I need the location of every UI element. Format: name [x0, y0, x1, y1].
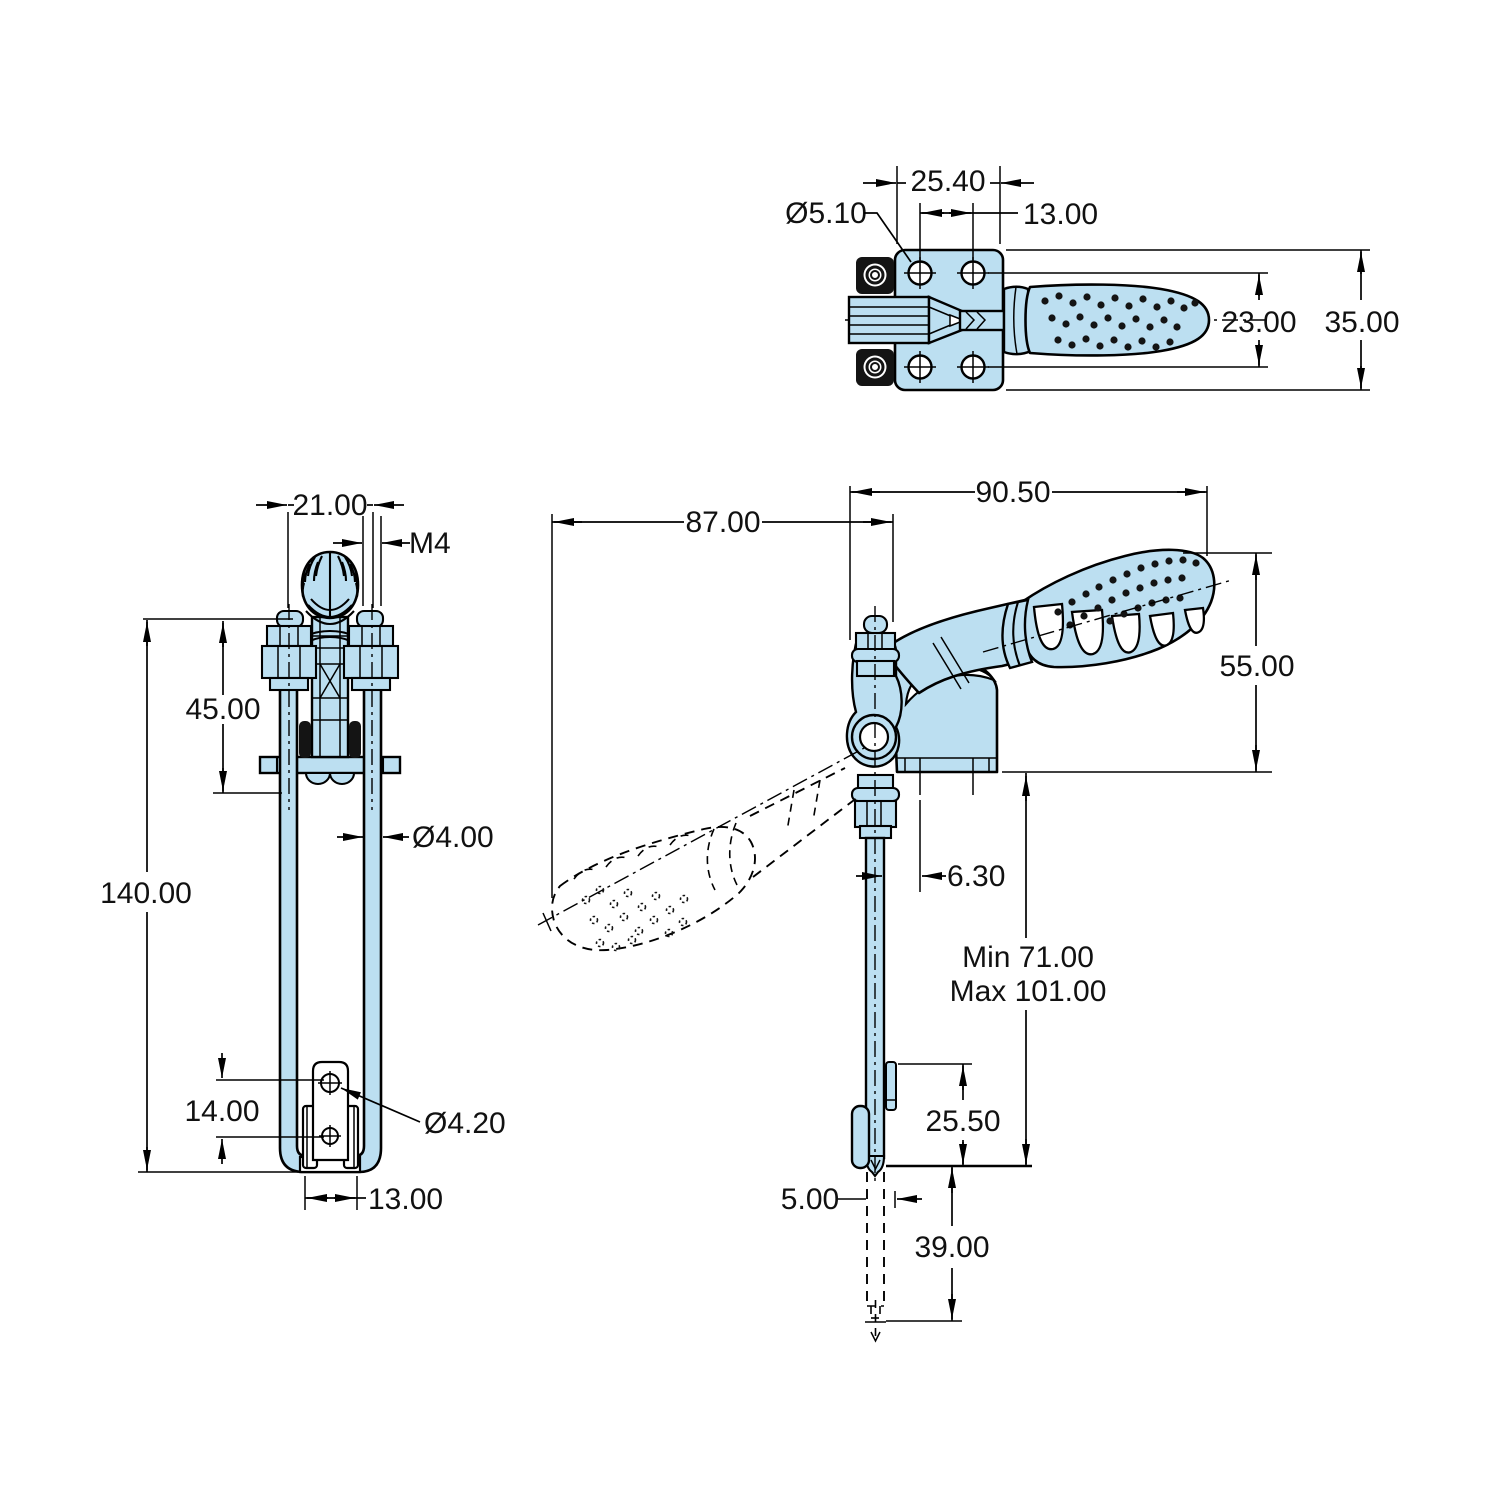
dim-plate-height: 35.00 — [1324, 306, 1399, 339]
dim-handle-width: 23.00 — [1221, 306, 1296, 339]
latch-tab — [885, 1061, 897, 1111]
dim-overall-length: 140.00 — [100, 877, 192, 910]
dim-thread-size: M4 — [409, 527, 451, 560]
center-body — [310, 615, 350, 759]
dim-foot-width: 13.00 — [368, 1183, 443, 1216]
grip-dots-side — [1054, 556, 1200, 629]
side-spring-right — [349, 721, 361, 758]
dim-travel-min: Min 71.00 — [962, 941, 1094, 974]
foot-assembly — [298, 1060, 362, 1174]
mounting-holes — [904, 257, 989, 383]
dim-hole-spacing: 13.00 — [1023, 198, 1098, 231]
grip-dots — [1041, 292, 1199, 351]
side-view-dimensions: 90.50 87.00 55.00 Min 71.00 Max 101.00 — [551, 476, 1295, 1322]
stud-right — [342, 609, 400, 692]
pivot-pin — [858, 721, 890, 753]
finger-scallops — [1032, 602, 1206, 656]
side-view: 90.50 87.00 55.00 Min 71.00 Max 101.00 — [537, 476, 1295, 1343]
dim-stud-length: 45.00 — [185, 693, 260, 726]
bearing-block-bottom — [856, 349, 894, 386]
dim-stud-spacing: 21.00 — [292, 489, 367, 522]
dim-mount-hole-pitch: 14.00 — [184, 1095, 259, 1128]
handle-centerline — [982, 579, 1233, 653]
dim-extension-length: 39.00 — [914, 1231, 989, 1264]
dim-travel-max: Max 101.00 — [950, 975, 1107, 1008]
fork-bar — [847, 295, 1006, 345]
dim-stroke-length: 25.50 — [925, 1105, 1000, 1138]
dim-mount-hole-diameter: Ø4.20 — [424, 1107, 506, 1140]
dim-plate-width: 25.40 — [910, 165, 985, 198]
side-spring-left — [299, 721, 311, 758]
top-view: 25.40 13.00 Ø5.10 23.00 35.00 — [785, 165, 1400, 392]
extended-rod-phantom — [865, 1172, 886, 1343]
dim-handle-height: 55.00 — [1219, 650, 1294, 683]
stud-left — [260, 609, 318, 692]
handle-collar — [1001, 598, 1034, 670]
handle-top-view — [1002, 283, 1211, 357]
top-view-dimensions: 25.40 13.00 Ø5.10 23.00 35.00 — [785, 165, 1400, 391]
bearing-block-top — [856, 257, 894, 294]
dim-closed-reach: 90.50 — [975, 476, 1050, 509]
open-handle-phantom — [537, 746, 867, 952]
dim-hole-diameter: Ø5.10 — [785, 197, 867, 230]
front-view-dimensions: 21.00 M4 45.00 Ø4.00 140.00 — [100, 489, 506, 1216]
dim-open-reach: 87.00 — [685, 506, 760, 539]
dim-rod-diameter: Ø4.00 — [412, 821, 494, 854]
dim-tip-diameter: 5.00 — [781, 1183, 839, 1216]
lever-arm — [882, 598, 1037, 695]
dim-spindle-offset: 6.30 — [947, 860, 1005, 893]
hook-keeper — [850, 1104, 871, 1170]
base-plate-details — [897, 757, 997, 795]
front-view: 21.00 M4 45.00 Ø4.00 140.00 — [100, 489, 506, 1216]
